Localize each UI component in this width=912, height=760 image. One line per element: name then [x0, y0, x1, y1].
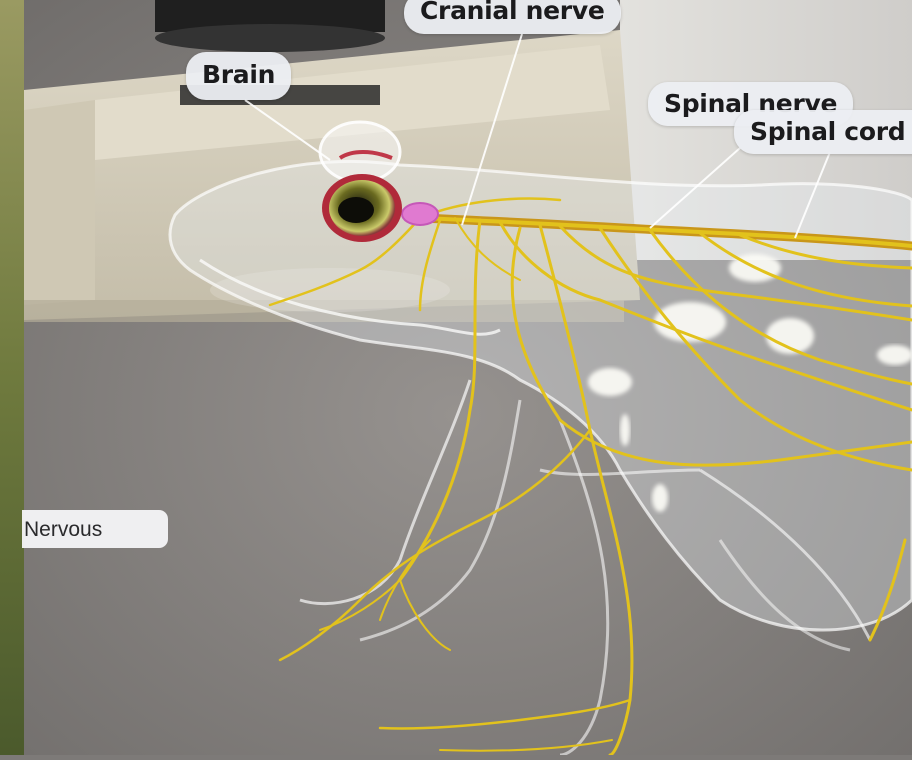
- label-cranial-nerve[interactable]: Cranial nerve: [404, 0, 621, 34]
- system-chip-nervous[interactable]: Nervous: [22, 510, 168, 548]
- label-spinal-cord[interactable]: Spinal cord: [734, 110, 912, 154]
- label-brain[interactable]: Brain: [186, 52, 291, 100]
- background-grass: [0, 0, 24, 755]
